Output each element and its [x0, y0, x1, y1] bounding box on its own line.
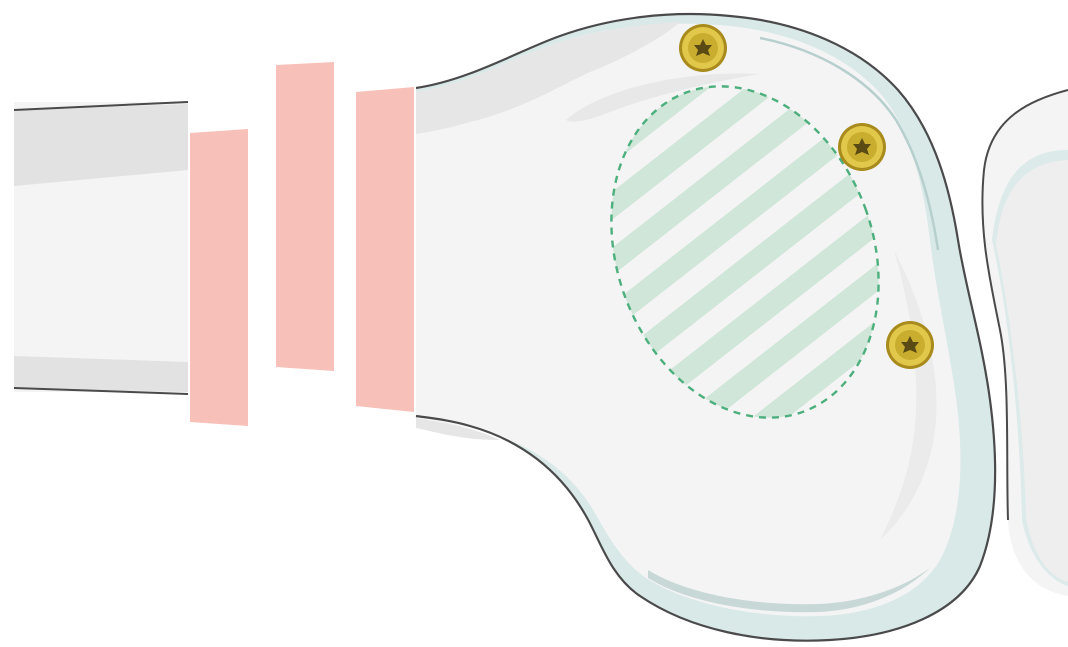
bone-shaft-segment	[14, 102, 188, 394]
resection-bands	[190, 62, 414, 426]
screw-icon	[886, 321, 934, 369]
resection-band	[190, 129, 248, 426]
screw-icon	[679, 24, 727, 72]
opposing-bone	[982, 90, 1068, 596]
screw-icon	[838, 123, 886, 171]
resection-band	[276, 62, 334, 371]
resection-band	[356, 87, 414, 412]
